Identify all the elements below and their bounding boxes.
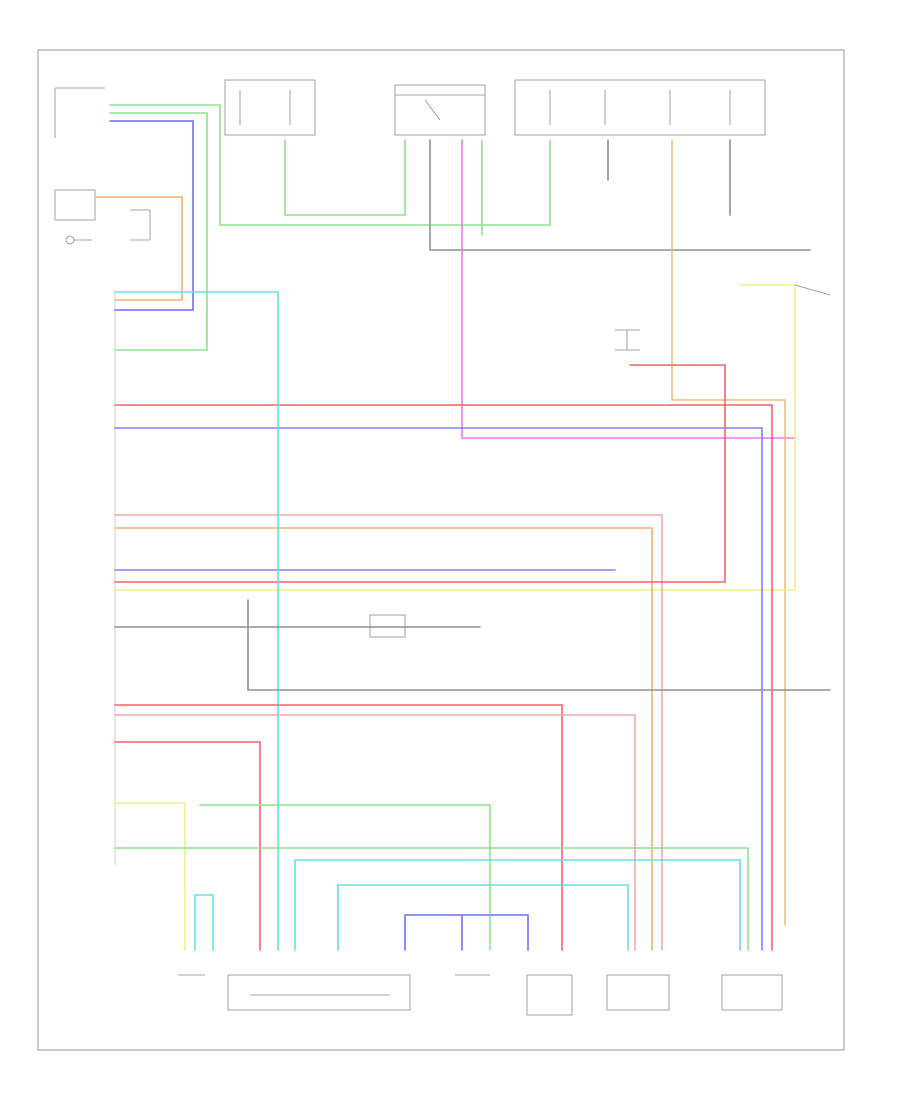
wire-red-19 xyxy=(114,704,563,951)
bottom-module-3 xyxy=(721,974,783,1011)
top-relay-module xyxy=(394,84,486,136)
wires-layer xyxy=(94,104,831,951)
diagram-frame xyxy=(37,49,845,1051)
top-switch-group-1 xyxy=(224,79,316,136)
wire-cyan-28 xyxy=(294,859,741,951)
wire-green-0 xyxy=(109,104,551,226)
wire-cyan-27 xyxy=(194,894,214,951)
wire-red-12 xyxy=(114,404,773,951)
wire-green-26 xyxy=(114,847,749,951)
bottom-switch-assembly xyxy=(227,974,411,1011)
center-relay xyxy=(615,329,640,351)
wire-tan-9 xyxy=(671,139,786,926)
wire-green-4 xyxy=(284,139,406,216)
wire-yellow-11 xyxy=(114,284,796,591)
wire-orange-3 xyxy=(94,196,183,301)
wire-purple-13 xyxy=(114,427,763,951)
wire-red-21 xyxy=(114,741,261,951)
bottom-module-1 xyxy=(526,974,573,1016)
wire-pink-20 xyxy=(114,714,636,951)
wire-gray-5 xyxy=(429,139,811,251)
wire-green-25 xyxy=(199,804,491,951)
middle-switch xyxy=(369,614,406,638)
top-switch-group-2 xyxy=(514,79,766,136)
wire-gray-22 xyxy=(247,599,831,691)
wire-orange-15 xyxy=(114,527,653,951)
wire-cyan-18 xyxy=(114,291,279,951)
wire-magenta-6 xyxy=(461,139,796,439)
wire-blue-2 xyxy=(109,120,194,311)
wire-blue-30 xyxy=(404,914,529,951)
right-door-switch xyxy=(794,284,831,296)
wire-green-1 xyxy=(109,112,208,351)
top-left-module xyxy=(54,87,151,245)
wire-cyan-29 xyxy=(337,884,629,951)
wire-red-17 xyxy=(114,364,726,583)
wire-yellow-24 xyxy=(114,802,186,951)
bottom-module-2 xyxy=(606,974,670,1011)
wire-pink-14 xyxy=(114,514,663,951)
